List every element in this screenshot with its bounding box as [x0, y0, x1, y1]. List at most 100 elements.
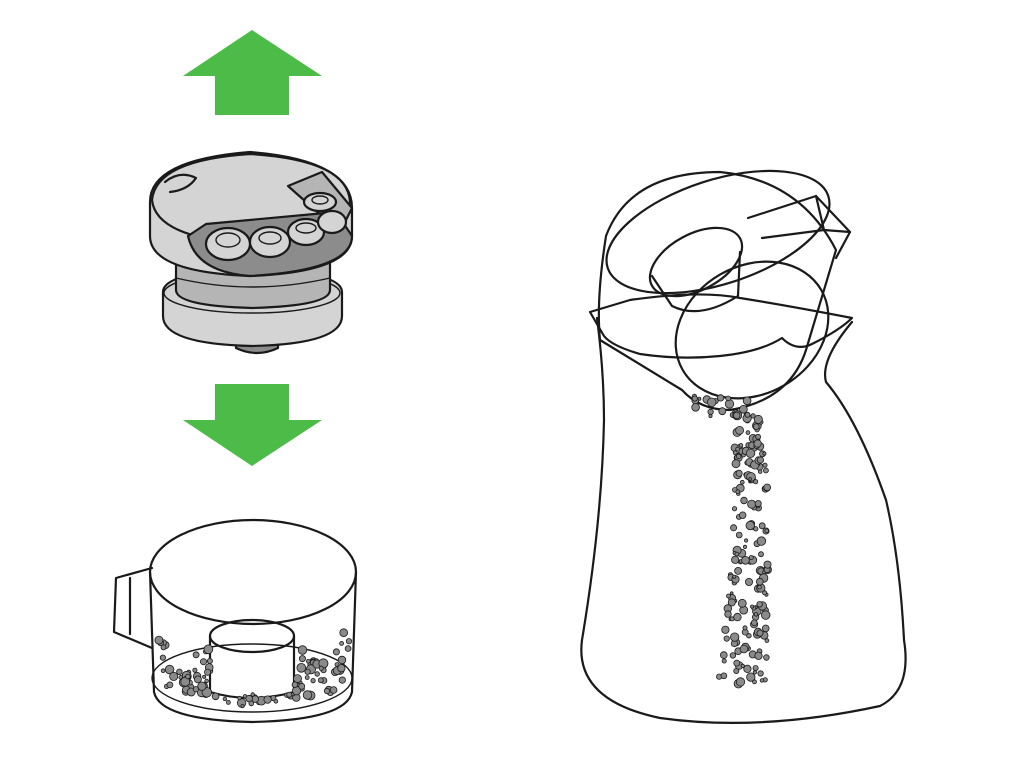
- debris-particle: [154, 635, 164, 645]
- debris-particle: [729, 616, 735, 622]
- debris-particle: [757, 584, 762, 590]
- debris-particle: [732, 450, 738, 456]
- up-arrow-icon: [183, 30, 322, 115]
- debris-particle: [742, 625, 748, 631]
- debris-particle: [724, 610, 732, 618]
- debris-particle: [164, 664, 175, 675]
- debris-particle: [202, 674, 207, 679]
- debris-particle: [752, 665, 759, 672]
- debris-particle: [750, 413, 756, 419]
- debris-particle: [733, 659, 741, 667]
- debris-particle: [169, 671, 179, 681]
- debris-particle: [755, 577, 764, 586]
- debris-particle: [731, 506, 738, 512]
- debris-particle: [747, 499, 757, 509]
- debris-particle: [756, 536, 767, 546]
- debris-particle: [345, 638, 353, 645]
- debris-particle: [734, 567, 742, 575]
- debris-particle: [344, 645, 352, 652]
- debris-particle: [720, 672, 728, 680]
- debris-particle: [745, 578, 754, 587]
- debris-particle: [273, 698, 279, 704]
- debris-particle: [160, 644, 167, 651]
- debris-particle: [691, 402, 700, 412]
- debris-particle: [727, 598, 736, 607]
- cone-caps: [204, 191, 348, 262]
- debris-particle: [339, 628, 349, 637]
- debris-particle: [731, 459, 741, 469]
- debris-particle: [204, 668, 212, 676]
- debris-particle: [180, 676, 191, 687]
- debris-particle: [211, 692, 220, 701]
- down-arrow-icon: [183, 384, 322, 466]
- debris-particle: [193, 675, 202, 684]
- debris-particle: [735, 425, 744, 435]
- debris-particle: [761, 610, 771, 620]
- debris-particle: [318, 665, 324, 671]
- debris-particle: [298, 682, 306, 690]
- debris-particle: [206, 658, 213, 665]
- debris-particle: [746, 633, 752, 639]
- debris-particle: [323, 687, 331, 695]
- debris-particle: [248, 700, 255, 707]
- debris-particle: [310, 677, 316, 684]
- debris-particle: [745, 430, 751, 435]
- debris-particle: [286, 691, 293, 698]
- debris-particle: [718, 407, 727, 416]
- debris-particle: [753, 414, 763, 424]
- debris-particle: [733, 411, 741, 420]
- debris-particle: [756, 456, 765, 464]
- debris-particle: [304, 675, 310, 680]
- debris-particle: [754, 500, 762, 508]
- debris-particle: [739, 644, 749, 654]
- debris-particle: [730, 632, 740, 642]
- debris-particle: [337, 664, 346, 673]
- debris-particle: [762, 451, 767, 456]
- debris-particle: [176, 668, 183, 675]
- debris-particle: [745, 520, 755, 531]
- debris-particle: [730, 524, 738, 532]
- debris-particle: [731, 555, 740, 564]
- debris-particle: [753, 526, 759, 532]
- debris-particle: [159, 654, 166, 661]
- debris-particle: [748, 555, 754, 560]
- debris-particle: [733, 612, 742, 622]
- debris-particle: [750, 604, 755, 609]
- debris-particle: [726, 593, 731, 599]
- debris-particle: [755, 433, 761, 440]
- debris-particle: [203, 644, 214, 655]
- debris-particle: [298, 655, 306, 663]
- debris-particle: [716, 394, 725, 402]
- debris-particles: [154, 628, 353, 709]
- debris-particle: [337, 655, 347, 665]
- debris-particle: [742, 396, 752, 406]
- falling-debris: [691, 393, 772, 689]
- debris-particle: [764, 638, 770, 643]
- debris-particle: [707, 397, 717, 408]
- debris-particle: [758, 551, 764, 558]
- debris-particle: [739, 479, 745, 485]
- debris-particle: [329, 686, 338, 694]
- debris-particle: [759, 678, 765, 683]
- debris-particle: [756, 629, 764, 637]
- debris-particle: [314, 671, 320, 677]
- debris-particle: [192, 667, 198, 673]
- debris-particle: [757, 670, 764, 677]
- debris-particle: [185, 673, 191, 680]
- debris-particle: [263, 695, 272, 704]
- debris-particle: [761, 624, 770, 633]
- debris-particle: [296, 662, 307, 673]
- debris-particle: [721, 658, 727, 664]
- debris-particle: [192, 651, 200, 659]
- debris-particle: [735, 469, 743, 477]
- debris-particle: [707, 408, 714, 415]
- debris-particle: [338, 676, 346, 684]
- debris-particle: [736, 453, 742, 460]
- debris-particle: [197, 681, 207, 691]
- debris-particle: [763, 467, 769, 474]
- debris-particle: [758, 469, 763, 474]
- debris-particle: [758, 522, 766, 530]
- debris-particle: [744, 411, 751, 418]
- debris-particle: [729, 591, 734, 595]
